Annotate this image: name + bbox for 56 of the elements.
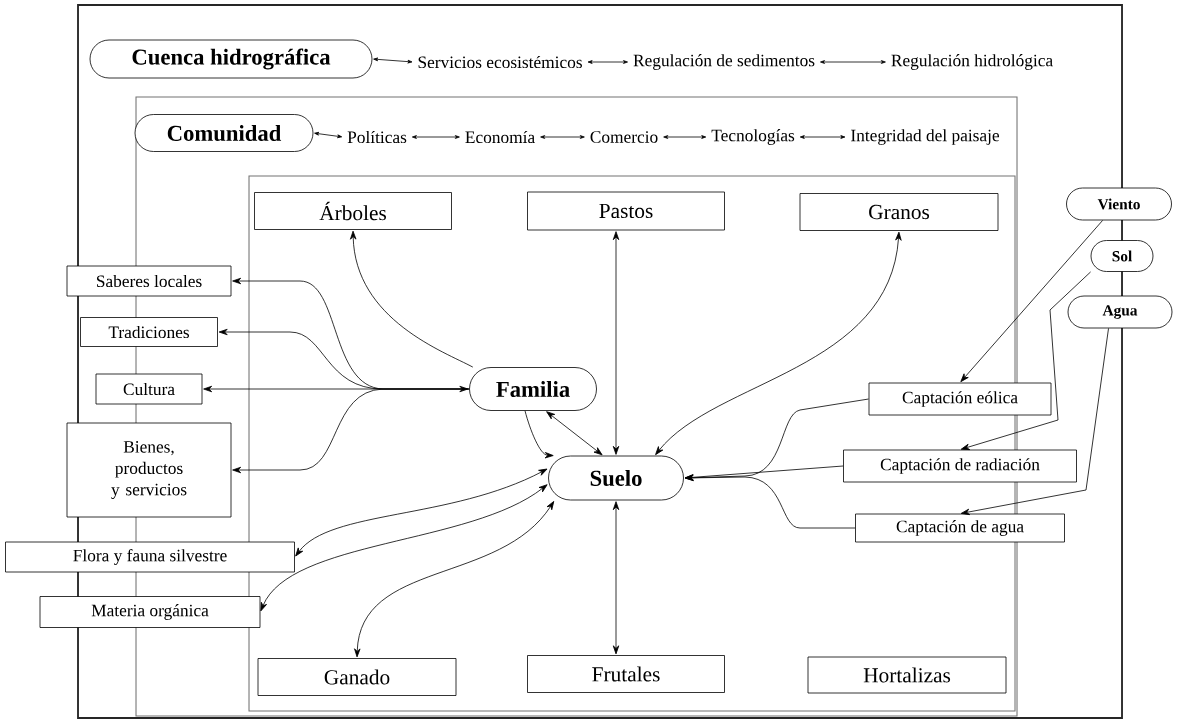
rounded-box: Familia <box>469 367 597 411</box>
arrow <box>960 271 1091 450</box>
arrow <box>260 484 548 612</box>
node-label: Agua <box>1102 305 1138 319</box>
box: Captación de radiación <box>843 449 1077 483</box>
arrow <box>524 410 554 459</box>
chain-label: Servicios ecosistémicos <box>418 55 582 69</box>
chain-label: Políticas <box>347 130 407 144</box>
box: Saberes locales <box>66 265 232 297</box>
arrow <box>295 468 548 557</box>
chain-label: Regulación hidrológica <box>891 54 1053 70</box>
arrow <box>684 474 856 529</box>
box: Ganado <box>257 658 457 696</box>
arrow <box>540 135 585 139</box>
arrow <box>203 385 469 393</box>
chain-label: Comercio <box>590 131 658 143</box>
arrow <box>350 230 474 368</box>
box: Captación de agua <box>855 513 1065 543</box>
rounded-box: Cuenca hidrográfica <box>89 39 373 79</box>
arrow <box>411 135 460 139</box>
arrow <box>232 388 470 474</box>
arrow <box>546 411 603 456</box>
arrow <box>587 60 628 64</box>
arrow <box>373 57 413 64</box>
arrow <box>663 135 707 139</box>
arrow <box>612 501 620 655</box>
box: Frutales <box>527 655 725 693</box>
chain-label: Economía <box>465 130 535 144</box>
chain-label: Tecnologías <box>711 129 795 145</box>
rounded-box: Viento <box>1066 187 1172 221</box>
arrow <box>820 60 886 64</box>
arrow <box>354 501 555 658</box>
box: Cultura <box>95 373 203 405</box>
arrow <box>960 220 1103 383</box>
box: Flora y fauna silvestre <box>5 541 295 573</box>
arrow <box>684 465 844 481</box>
box: Hortalizas <box>807 656 1007 694</box>
node-label: Viento <box>1097 198 1140 210</box>
box: Captación eólica <box>868 382 1052 416</box>
rounded-box: Suelo <box>548 455 684 501</box>
box: Granos <box>799 193 999 231</box>
box: Tradiciones <box>80 317 218 347</box>
chain-label: Regulación de sedimentos <box>633 54 815 70</box>
arrow <box>655 231 902 456</box>
arrow <box>314 131 343 139</box>
rounded-box: Comunidad <box>134 114 314 152</box>
box: Bienes, productos y servicios <box>66 422 232 518</box>
box: Materia orgánica <box>39 596 261 628</box>
arrow <box>799 135 846 139</box>
rounded-box: Agua <box>1067 295 1173 329</box>
arrow <box>960 328 1109 516</box>
rounded-box: Sol <box>1090 240 1154 272</box>
chain-label: Integridad del paisaje <box>851 129 1000 145</box>
box: Árboles <box>254 192 452 230</box>
arrow <box>612 231 620 455</box>
box: Pastos <box>527 191 725 231</box>
